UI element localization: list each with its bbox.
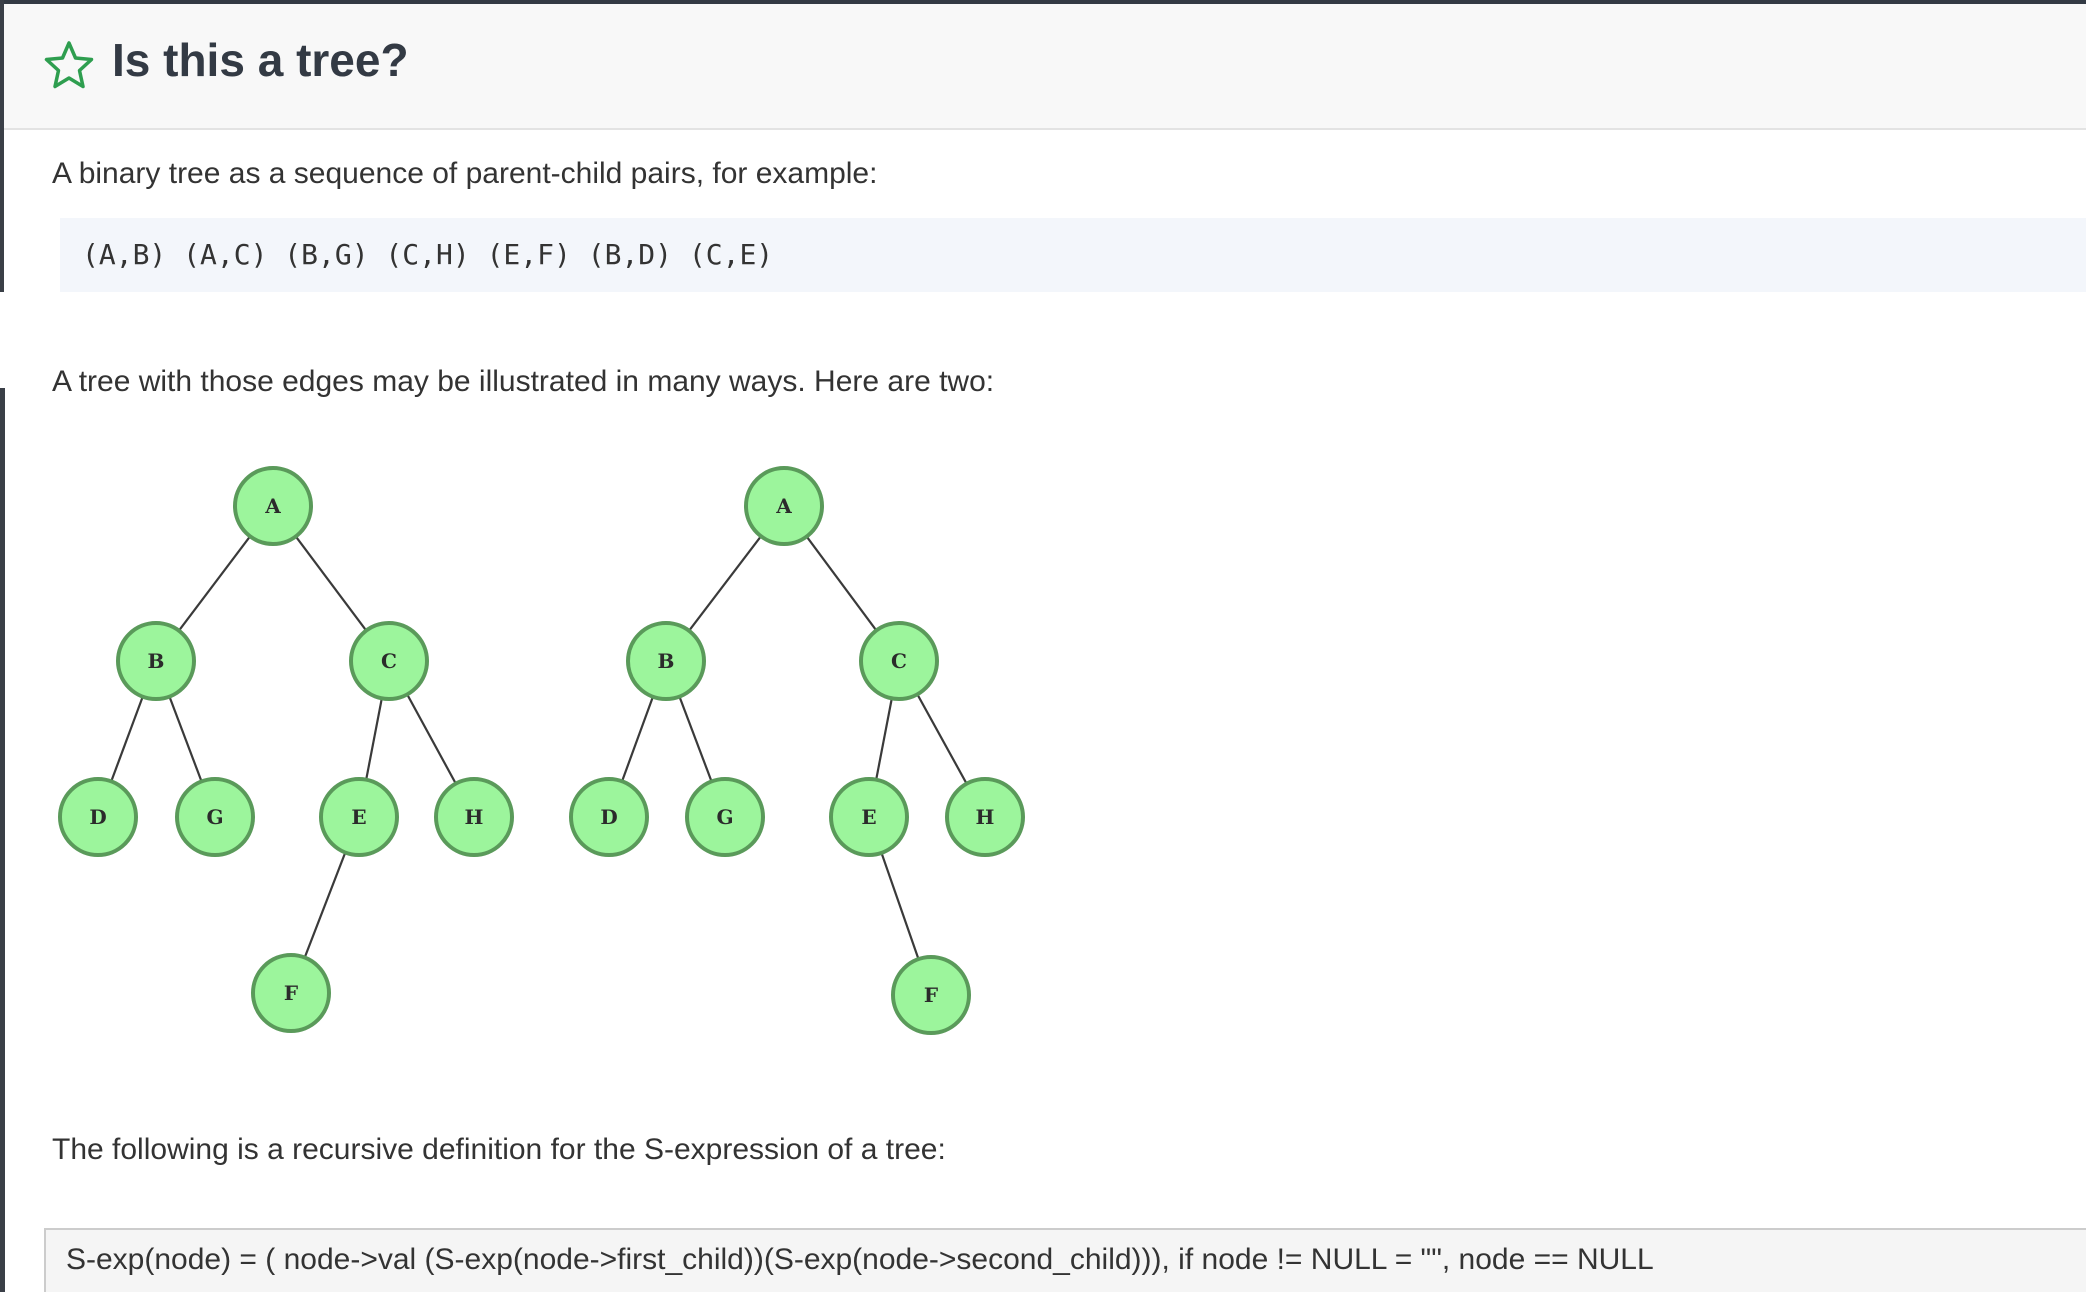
intro-text: A binary tree as a sequence of parent-ch… <box>52 157 878 190</box>
tree-node: A <box>744 466 824 546</box>
node-label: H <box>976 805 995 829</box>
sexp-definition-block: S-exp(node) = ( node->val (S-exp(node->f… <box>44 1228 2086 1292</box>
tree-node: C <box>349 621 429 701</box>
tree-node: G <box>175 777 255 857</box>
node-label: C <box>891 649 907 673</box>
node-label: A <box>264 494 281 518</box>
left-rule <box>0 388 5 1292</box>
tree-node: E <box>319 777 399 857</box>
sexp-intro-text: The following is a recursive definition … <box>52 1133 946 1166</box>
star-outline-icon[interactable] <box>44 40 94 90</box>
tree-illustrations: A B C D G E H F A B C D G E H F <box>58 466 1025 1035</box>
tree-node: H <box>945 777 1025 857</box>
tree-node: A <box>233 466 313 546</box>
node-label: H <box>465 805 484 829</box>
tree-node: G <box>685 777 765 857</box>
tree-diagram-1: A B C D G E H F <box>58 466 514 1033</box>
tree-node: F <box>891 955 971 1035</box>
node-label: G <box>716 805 733 829</box>
top-border <box>0 0 2086 4</box>
node-label: C <box>381 649 397 673</box>
tree-diagram-2: A B C D G E H F <box>569 466 1025 1035</box>
problem-header: Is this a tree? <box>4 4 2086 130</box>
node-label: D <box>89 805 106 829</box>
left-rule <box>0 0 4 292</box>
node-label: G <box>206 805 223 829</box>
node-label: E <box>861 805 876 829</box>
illustration-intro-text: A tree with those edges may be illustrat… <box>52 365 995 398</box>
pairs-code-block: (A,B) (A,C) (B,G) (C,H) (E,F) (B,D) (C,E… <box>60 218 2086 292</box>
node-label: E <box>351 805 366 829</box>
node-label: D <box>600 805 617 829</box>
page-title: Is this a tree? <box>112 34 409 86</box>
tree-node: C <box>859 621 939 701</box>
tree-node: F <box>251 953 331 1033</box>
tree-node: B <box>116 621 196 701</box>
tree-node: D <box>58 777 138 857</box>
node-label: F <box>924 983 938 1007</box>
tree-node: H <box>434 777 514 857</box>
node-label: A <box>775 494 792 518</box>
node-label: B <box>148 649 165 673</box>
tree-node: E <box>829 777 909 857</box>
tree-node: D <box>569 777 649 857</box>
node-label: B <box>658 649 675 673</box>
tree-node: B <box>626 621 706 701</box>
node-label: F <box>284 981 298 1005</box>
